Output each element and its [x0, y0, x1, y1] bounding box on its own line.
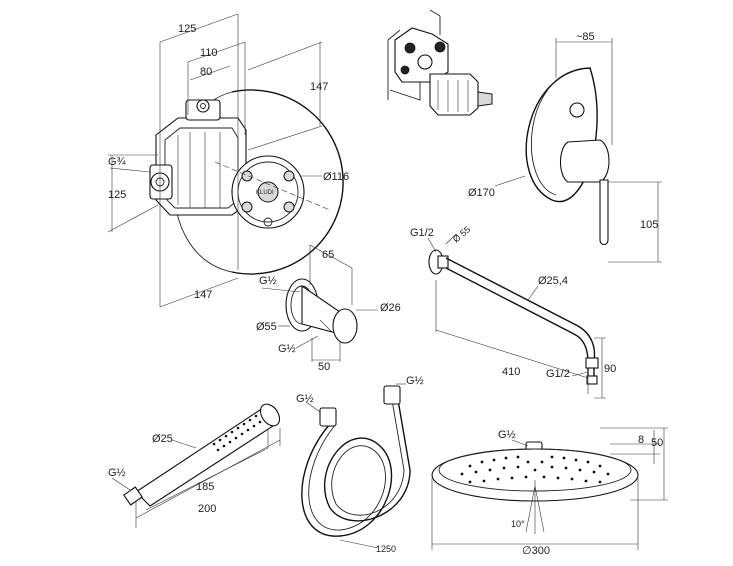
- dim-g12-hose-right: G½: [406, 375, 424, 387]
- dim-d25: Ø25: [152, 433, 173, 445]
- dim-200: 200: [198, 503, 216, 515]
- shower-hose-drawing: G½ G½ 1250: [296, 375, 424, 554]
- mixer-cartridge-exploded-view: [387, 9, 493, 116]
- dim-g12-arm-bottom: G1/2: [546, 368, 570, 380]
- shower-arm-drawing: G1/2 Ø 55 Ø25,4 410 G1/2 90: [410, 224, 616, 399]
- dim-g12-hose-left: G½: [296, 393, 314, 405]
- rain-shower-nozzle-dots: [460, 455, 610, 484]
- dim-125-top: 125: [178, 23, 196, 35]
- dim-147-bottom: 147: [194, 289, 212, 301]
- hand-shower-drawing: Ø25 G½ 185 200: [108, 403, 281, 528]
- rain-head-shower-drawing: G½ 8 50 10° ∅300: [431, 427, 668, 557]
- wall-outlet-elbow-drawing: 65 G½ Ø26 Ø55 G½ 50: [256, 244, 401, 373]
- trim-plate-with-lever-drawing: ~85 Ø170 105: [468, 31, 662, 263]
- dim-147-right: 147: [310, 81, 328, 93]
- concealed-mixer-body-drawing: KLUDI 125 110 80 147 G¾ 125: [107, 13, 349, 308]
- dim-410: 410: [502, 366, 520, 378]
- dim-105: 105: [640, 219, 658, 231]
- dim-1250: 1250: [376, 544, 396, 554]
- dim-d300: ∅300: [522, 545, 550, 557]
- dim-d55-arm: Ø 55: [451, 224, 472, 244]
- dim-g34: G¾: [108, 156, 127, 168]
- dim-125-left: 125: [108, 189, 126, 201]
- dim-d254: Ø25,4: [538, 275, 568, 287]
- dim-g12-arm-top: G1/2: [410, 227, 434, 239]
- dim-g12-outlet-top: G½: [259, 275, 277, 287]
- dim-80: 80: [200, 66, 212, 78]
- dim-90: 90: [604, 363, 616, 375]
- dim-65: 65: [322, 249, 334, 261]
- hand-shower-nozzle-dots: [212, 414, 262, 452]
- dim-50-head: 50: [651, 437, 663, 449]
- dim-d26: Ø26: [380, 302, 401, 314]
- dim-g12-head: G½: [498, 429, 516, 441]
- svg-text:KLUDI: KLUDI: [256, 190, 274, 196]
- dim-8: 8: [638, 434, 644, 446]
- dim-d170: Ø170: [468, 187, 495, 199]
- dim-angle: 10°: [511, 519, 525, 529]
- dim-d116: Ø116: [323, 171, 349, 183]
- dim-110: 110: [200, 47, 218, 59]
- dim-85: ~85: [576, 31, 595, 43]
- dim-g12-hand: G½: [108, 467, 126, 479]
- dim-50-outlet: 50: [318, 361, 330, 373]
- dim-185: 185: [196, 481, 214, 493]
- dim-g12-outlet-bottom: G½: [278, 343, 296, 355]
- dim-d55-outlet: Ø55: [256, 321, 277, 333]
